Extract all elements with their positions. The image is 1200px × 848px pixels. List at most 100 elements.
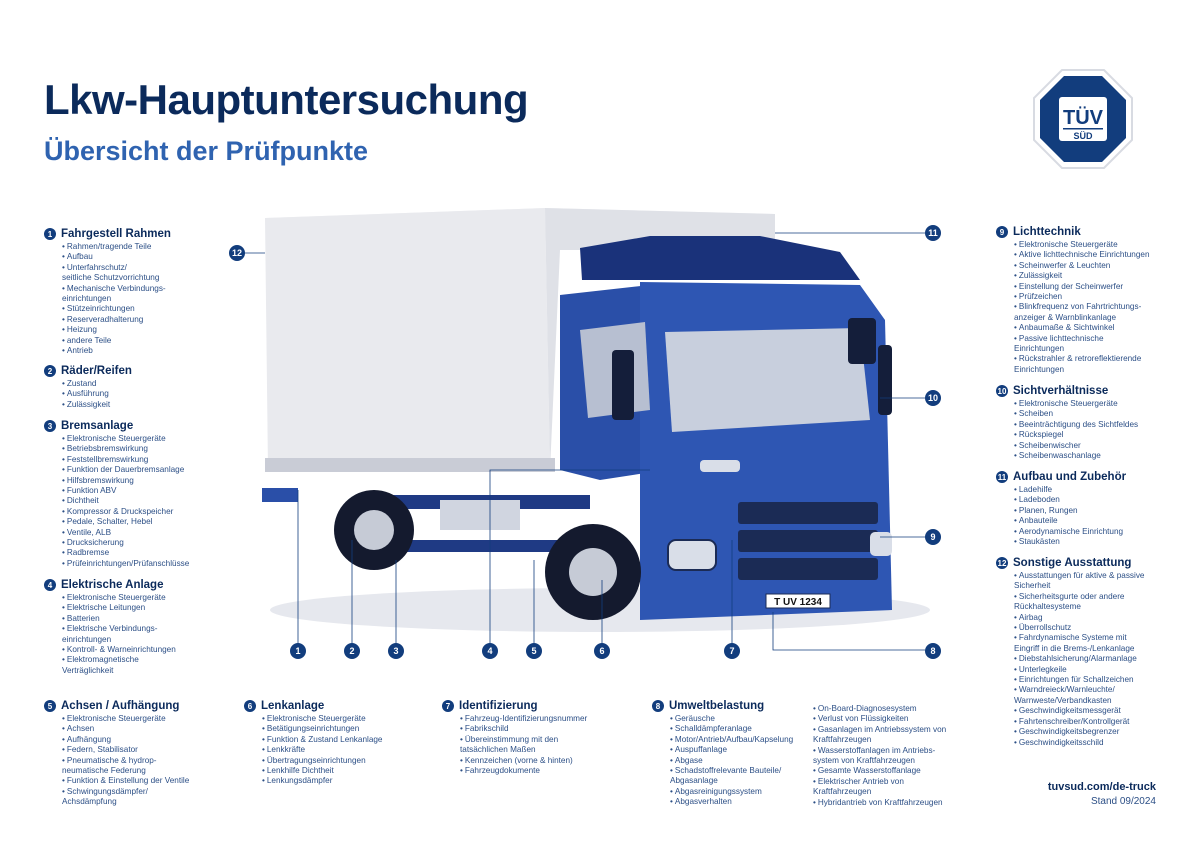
list-item-text: Geschwindigkeitsschild [1018, 737, 1104, 747]
list-item: •Elektronische Steuergeräte [62, 593, 176, 603]
list-item: •Geschwindigkeitsschild [1014, 738, 1145, 748]
list-item-text: Funktion der Dauerbremsanlage [66, 465, 185, 475]
list-item: •Beeinträchtigung des Sichtfeldes [1014, 420, 1138, 430]
list-item: •Staukästen [1014, 537, 1126, 547]
bullet-icon: • [1014, 633, 1017, 643]
list-item-text: Fabrikschild [464, 724, 509, 734]
list-item-text: Gesamte Wasserstoffanlage [817, 766, 921, 776]
list-item-text: Hilfsbremswirkung [66, 475, 134, 485]
list-item: •Batterien [62, 614, 176, 624]
list-item-text: Lenkkräfte [266, 745, 306, 755]
bullet-icon: • [1014, 505, 1017, 515]
list-item-text: Betätigungseinrichtungen [266, 724, 360, 734]
section-number: 6 [244, 700, 256, 712]
bullet-icon: • [62, 335, 65, 345]
section-title: Sichtverhältnisse [1013, 385, 1109, 397]
list-item: •Betriebsbremswirkung [62, 444, 189, 454]
list-item-text: Scheibenwaschanlage [1018, 451, 1101, 461]
bullet-icon: • [813, 766, 816, 776]
list-item: •Elektrische Leitungen [62, 603, 176, 613]
list-item: •Gesamte Wasserstoffanlage [813, 766, 946, 776]
bullet-icon: • [62, 379, 65, 388]
bullet-icon: • [1014, 281, 1017, 291]
list-item-text: Geschwindigkeitsmessgerät [1018, 706, 1121, 716]
list-item: •Feststellbremswirkung [62, 455, 189, 465]
list-item-text: Prüfeinrichtungen/Prüfanschlüsse [66, 558, 190, 568]
list-item-text: Unterfahrschutz/ seitliche Schutzvorrich… [62, 262, 160, 283]
list-item-text: Funktion & Zustand Lenkanlage [266, 734, 383, 744]
bullet-icon: • [1014, 323, 1017, 333]
list-item-text: Abgasverhalten [674, 797, 732, 807]
bullet-icon: • [62, 454, 65, 464]
list-item-text: Lenkungsdämpfer [266, 776, 333, 786]
list-item: •Aerodynamische Einrichtung [1014, 527, 1126, 537]
list-item-text: Geschwindigkeitsbegrenzer [1018, 727, 1120, 737]
list-item: •Zustand [62, 379, 132, 389]
bullet-icon: • [62, 724, 65, 734]
logo-line1: TÜV [1063, 106, 1104, 129]
bullet-icon: • [1014, 451, 1017, 461]
page-title: Lkw-Hauptuntersuchung [44, 76, 529, 123]
list-item: •Überrollschutz [1014, 623, 1145, 633]
page-subtitle: Übersicht der Prüfpunkte [44, 136, 369, 166]
bullet-icon: • [62, 593, 65, 602]
bullet-icon: • [1014, 716, 1017, 726]
list-item-text: Prüfzeichen [1018, 292, 1063, 302]
section-umweltbelastung-col2: •On-Board-Diagnosesystem•Verlust von Flü… [795, 700, 946, 808]
list-item-text: Anbaumaße & Sichtwinkel [1018, 323, 1115, 333]
list-item: •Funktion & Einstellung der Ventile [62, 776, 189, 786]
list-item-text: Drucksicherung [66, 538, 124, 548]
bullet-icon: • [62, 734, 65, 744]
bullet-icon: • [1014, 354, 1017, 364]
list-item-text: Schwingungsdämpfer/ Achsdämpfung [62, 786, 148, 807]
list-item-text: Reserveradhalterung [66, 314, 144, 324]
bullet-icon: • [1014, 409, 1017, 419]
list-item: •Funktion & Zustand Lenkanlage [262, 735, 383, 745]
bullet-icon: • [62, 755, 65, 765]
list-item-text: Wasserstoffanlagen im Antriebs- system v… [813, 745, 936, 766]
list-item: •Fahrzeug-Identifizierungsnummer [460, 714, 587, 724]
list-item-text: Federn, Stabilisator [66, 745, 138, 755]
bullet-icon: • [262, 776, 265, 786]
bullet-icon: • [1014, 302, 1017, 312]
bullet-icon: • [460, 724, 463, 734]
list-item: •Unterfahrschutz/ seitliche Schutzvorric… [62, 263, 171, 284]
bullet-icon: • [62, 242, 65, 251]
list-item: •Anbaumaße & Sichtwinkel [1014, 323, 1150, 333]
list-item-text: Airbag [1018, 612, 1043, 622]
bullet-icon: • [262, 745, 265, 755]
list-item: •Geräusche [670, 714, 793, 724]
list-item-text: Scheinwerfer & Leuchten [1018, 260, 1111, 270]
list-item-text: Radbremse [66, 548, 110, 558]
bullet-icon: • [1014, 333, 1017, 343]
list-item-text: Einstellung der Scheinwerfer [1018, 281, 1124, 291]
list-item: •Prüfeinrichtungen/Prüfanschlüsse [62, 559, 189, 569]
bullet-icon: • [1014, 495, 1017, 505]
footer-stand: Stand 09/2024 [1090, 796, 1156, 807]
list-item-text: Feststellbremswirkung [66, 454, 149, 464]
list-item-text: Aktive lichttechnische Einrichtungen [1018, 250, 1150, 260]
list-item-text: Heizung [66, 325, 97, 335]
bullet-icon: • [1014, 419, 1017, 429]
bullet-icon: • [62, 745, 65, 755]
list-item-text: Abgase [674, 755, 703, 765]
list-item: •Elektronische Steuergeräte [62, 714, 189, 724]
list-item: •Diebstahlsicherung/Alarmanlage [1014, 654, 1145, 664]
list-item-text: Sicherheitsgurte oder andere Rückhaltesy… [1014, 591, 1125, 612]
list-item-text: Hybridantrieb von Kraftfahrzeugen [817, 797, 943, 807]
footer-url[interactable]: tuvsud.com/de-truck [1047, 781, 1156, 793]
list-item-text: Überrollschutz [1018, 623, 1072, 633]
list-item: •Anbauteile [1014, 516, 1126, 526]
list-item: •Kennzeichen (vorne & hinten) [460, 756, 587, 766]
bullet-icon: • [1014, 737, 1017, 747]
bullet-icon: • [670, 766, 673, 776]
bullet-icon: • [670, 786, 673, 796]
